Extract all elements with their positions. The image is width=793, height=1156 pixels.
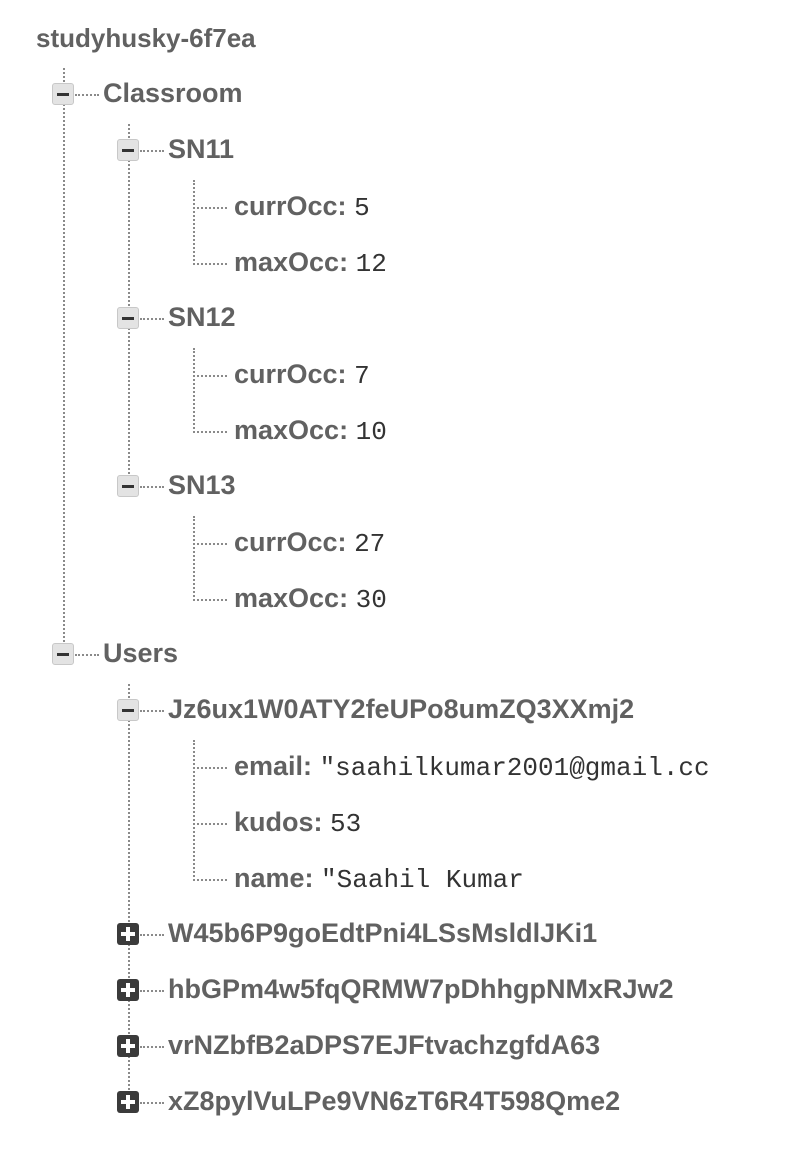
field-row-email[interactable]: email: "saahilkumar2001@gmail.cc [234,750,748,784]
tree-line [193,348,227,433]
collapse-classroom-icon[interactable] [52,83,74,105]
field-key: email: [234,751,313,781]
collapse-sn11-icon[interactable] [117,139,139,161]
node-key-user[interactable]: W45b6P9goEdtPni4LSsMsldlJKi1 [168,918,598,948]
tree-line [193,740,227,881]
tree-line [140,1046,164,1048]
database-root-name[interactable]: studyhusky-6f7ea [36,23,256,53]
field-row-currocc[interactable]: currOcc: 5 [234,190,370,224]
tree-line [193,516,227,601]
field-row-maxocc[interactable]: maxOcc: 30 [234,582,387,616]
field-value: 7 [354,361,370,391]
field-value: 5 [354,193,370,223]
field-row-kudos[interactable]: kudos: 53 [234,806,361,840]
node-key-classroom[interactable]: Classroom [103,78,243,108]
node-key-users[interactable]: Users [103,638,179,668]
collapse-sn13-icon[interactable] [117,475,139,497]
field-key: maxOcc: [234,415,349,445]
field-row-maxocc[interactable]: maxOcc: 12 [234,246,387,280]
field-key: currOcc: [234,191,347,221]
field-row-currocc[interactable]: currOcc: 7 [234,358,370,392]
tree-line [128,684,130,1102]
node-key-sn13[interactable]: SN13 [168,470,236,500]
tree-line [140,990,164,992]
field-value: "saahilkumar2001@gmail.cc [319,753,710,783]
expand-user-icon[interactable] [117,923,139,945]
node-key-sn12[interactable]: SN12 [168,302,236,332]
tree-line [63,68,65,654]
tree-line [140,710,164,712]
field-key: currOcc: [234,359,347,389]
node-key-user[interactable]: Jz6ux1W0ATY2feUPo8umZQ3XXmj2 [168,694,635,724]
node-key-user[interactable]: vrNZbfB2aDPS7EJFtvachzgfdA63 [168,1030,601,1060]
tree-line [140,150,164,152]
tree-line [140,318,164,320]
field-row-maxocc[interactable]: maxOcc: 10 [234,414,387,448]
collapse-users-icon[interactable] [52,643,74,665]
collapse-sn12-icon[interactable] [117,307,139,329]
field-value: "Saahil Kumar [321,865,524,895]
field-row-currocc[interactable]: currOcc: 27 [234,526,385,560]
field-value: 10 [355,417,387,447]
field-key: currOcc: [234,527,347,557]
node-key-sn11[interactable]: SN11 [168,134,235,164]
field-key: maxOcc: [234,583,349,613]
field-value: 12 [355,249,387,279]
field-value: 30 [355,585,387,615]
tree-line [75,654,99,656]
field-key: kudos: [234,807,323,837]
field-key: maxOcc: [234,247,349,277]
tree-line [140,486,164,488]
node-key-user[interactable]: xZ8pylVuLPe9VN6zT6R4T598Qme2 [168,1086,621,1116]
node-key-user[interactable]: hbGPm4w5fqQRMW7pDhhgpNMxRJw2 [168,974,674,1004]
tree-line [140,1102,164,1104]
tree-line [140,934,164,936]
expand-user-icon[interactable] [117,1035,139,1057]
field-value: 27 [354,529,386,559]
field-key: name: [234,863,314,893]
collapse-user-icon[interactable] [117,699,139,721]
field-row-name[interactable]: name: "Saahil Kumar [234,862,524,896]
tree-line [193,180,227,265]
expand-user-icon[interactable] [117,979,139,1001]
field-value: 53 [330,809,362,839]
tree-line [75,94,99,96]
expand-user-icon[interactable] [117,1091,139,1113]
